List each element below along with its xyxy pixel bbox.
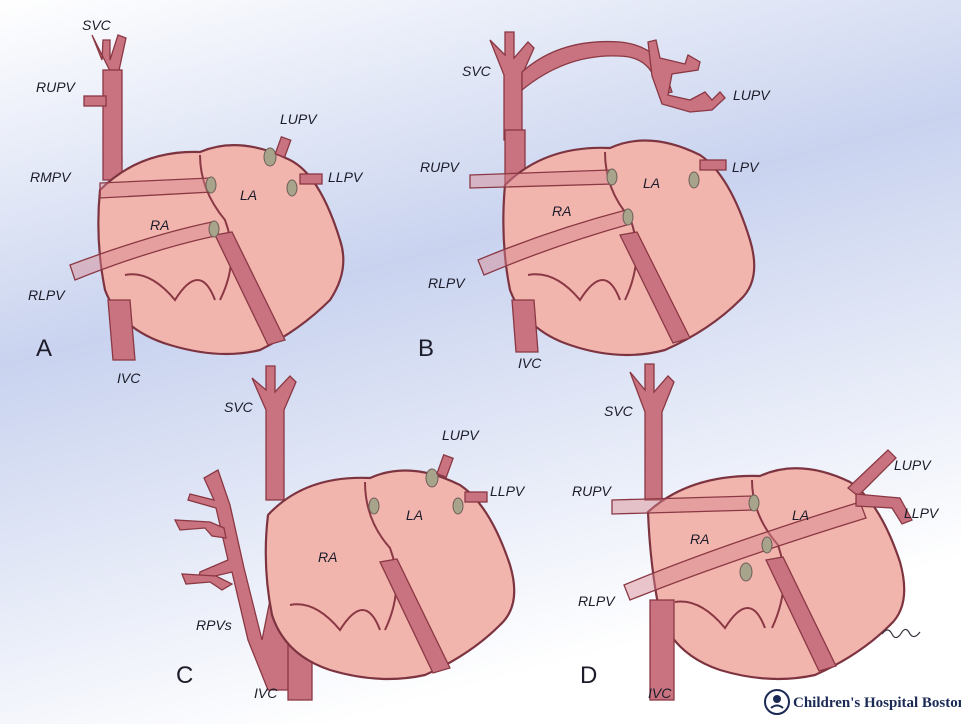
ra-label: RA (318, 549, 337, 565)
lupv-label: LUPV (280, 111, 318, 127)
orifice (623, 209, 633, 225)
orifice (426, 469, 438, 487)
ivc-label: IVC (117, 370, 141, 386)
svc-label: SVC (604, 403, 634, 419)
ivc-label: IVC (518, 355, 542, 371)
lpv-label: LPV (732, 159, 760, 175)
la-label: LA (792, 507, 809, 523)
panel-letter: B (418, 335, 434, 362)
llpv-vessel (300, 174, 322, 184)
orifice (740, 563, 752, 581)
lupv-label: LUPV (442, 427, 480, 443)
llpv-label: LLPV (904, 505, 940, 521)
la-label: LA (643, 175, 660, 191)
lupv-label: LUPV (894, 457, 932, 473)
lupv-label: LUPV (733, 87, 771, 103)
rlpv-label: RLPV (28, 287, 66, 303)
llpv-label: LLPV (328, 169, 364, 185)
ra-label: RA (552, 203, 571, 219)
panel-letter: C (176, 662, 193, 689)
ra-label: RA (150, 217, 169, 233)
panel-letter: D (580, 662, 597, 689)
orifice (607, 169, 617, 185)
ivc-vessel (108, 300, 135, 360)
orifice (206, 177, 216, 193)
rlpv-label: RLPV (428, 275, 466, 291)
ivc-label: IVC (254, 685, 278, 701)
orifice (264, 148, 276, 166)
ivc-vessel (512, 300, 538, 352)
lpv-vessel (700, 160, 726, 170)
svc-trunk (103, 70, 122, 180)
rupv-label: RUPV (420, 159, 461, 175)
la-label: LA (240, 187, 257, 203)
orifice (749, 495, 759, 511)
orifice (762, 537, 772, 553)
rupv-label: RUPV (36, 79, 77, 95)
llpv-label: LLPV (490, 483, 526, 499)
svc-label: SVC (224, 399, 254, 415)
rupv-label: RUPV (572, 483, 613, 499)
ra-label: RA (690, 531, 709, 547)
rpvs-label: RPVs (196, 617, 232, 633)
la-label: LA (406, 507, 423, 523)
rmpv-label: RMPV (30, 169, 72, 185)
panel-letter: A (36, 335, 52, 362)
rlpv-label: RLPV (578, 593, 616, 609)
llpv-vessel (465, 492, 487, 502)
ivc-label: IVC (648, 685, 672, 701)
rupv-vessel (84, 96, 106, 106)
orifice (209, 221, 219, 237)
orifice (287, 180, 297, 196)
svc-label: SVC (82, 17, 112, 33)
orifice (689, 172, 699, 188)
orifice (453, 498, 463, 514)
logo-text: Children's Hospital Boston (793, 695, 961, 711)
svc-label: SVC (462, 63, 492, 79)
orifice (369, 498, 379, 514)
